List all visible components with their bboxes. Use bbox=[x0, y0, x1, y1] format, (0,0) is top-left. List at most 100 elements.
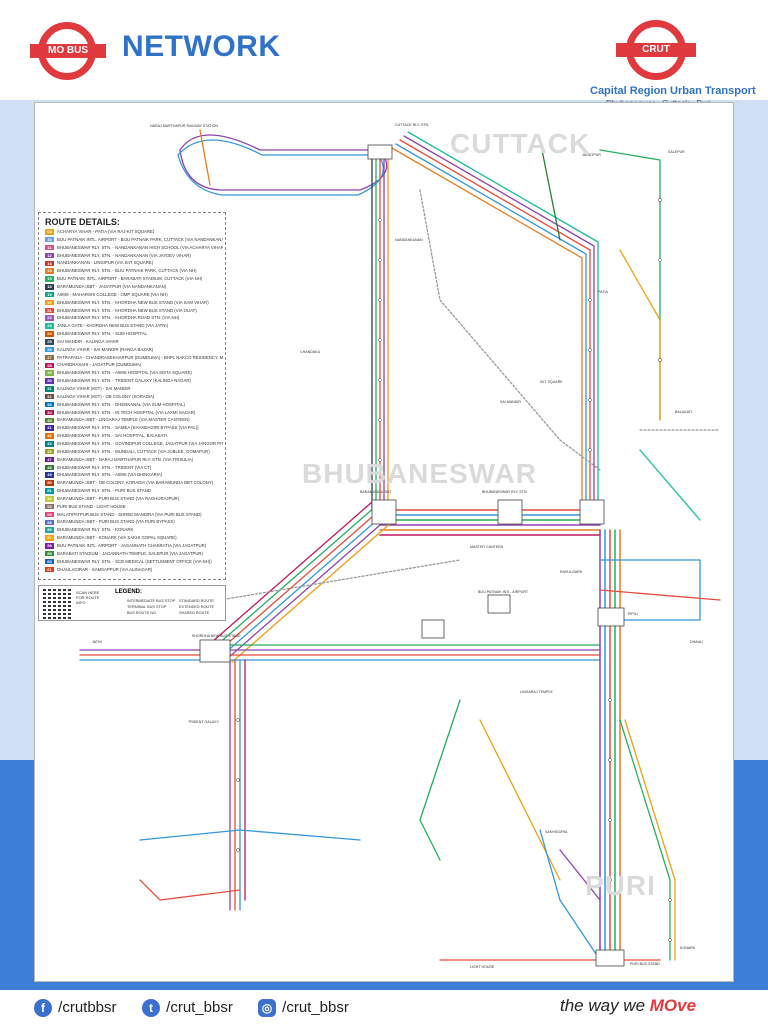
instagram-link[interactable]: ◎ /crut_bbsr bbox=[258, 998, 349, 1018]
stop-label: KIIT SQUARE bbox=[540, 380, 563, 384]
route-description: NANDANKANAN - LINGIPUR (VIA KIIT SQUARE) bbox=[57, 260, 154, 266]
route-code-badge: 13 bbox=[45, 260, 54, 266]
route-code-badge: 25 bbox=[45, 339, 54, 345]
route-code-badge: 31 bbox=[45, 386, 54, 392]
cuttack-hub bbox=[367, 144, 393, 160]
facebook-link[interactable]: f /crutbbsr bbox=[34, 998, 117, 1018]
key-standard-route: STANDARD ROUTE bbox=[179, 599, 214, 603]
stop-label: BARAMUNDA ISBT bbox=[360, 490, 392, 494]
route-description: BARABATI STADIUM - JAGANNATH TEMPLE, SAL… bbox=[57, 550, 203, 556]
mobus-logo: MO BUS bbox=[30, 22, 106, 80]
route-code-badge: 24 bbox=[45, 331, 54, 337]
route-description: ACHARYA VIHAR - PATIA (VIA RAJ-KIT SQUAR… bbox=[57, 229, 155, 234]
tagline-prefix: the way we bbox=[560, 996, 650, 1015]
route-code-badge: 47 bbox=[45, 456, 54, 463]
qr-code-pattern bbox=[43, 589, 73, 619]
route-description: BARAMUNDA ISBT - JAGATPUR (VIA NANDANKAN… bbox=[57, 283, 167, 289]
stop-label: JATNI bbox=[92, 640, 102, 644]
stop-label: CUTTACK RLY. STN. bbox=[395, 123, 430, 127]
twitter-link[interactable]: t /crut_bbsr bbox=[142, 998, 233, 1018]
route-code-badge: 10 bbox=[45, 236, 54, 243]
district-cuttack: CUTTACK bbox=[450, 128, 591, 159]
route-code-badge: 53 bbox=[45, 503, 54, 510]
stop-label: BALAKATI bbox=[675, 410, 692, 414]
stop-label: BHUBANESWAR RLY. STN. bbox=[482, 490, 528, 494]
route-description: BHUBANESWAR RLY. STN. - SUM HOSPITAL bbox=[57, 331, 147, 337]
route-code-badge: 32 bbox=[45, 393, 54, 400]
route-code-badge: 57 bbox=[45, 535, 54, 541]
route-code-badge: 30 bbox=[45, 378, 54, 384]
route-description: BHUBANESWAR RLY. STN. - KHORDHA ROAD STN… bbox=[57, 315, 180, 321]
key-terminal-stop: TERMINAL BUS STOP bbox=[127, 605, 167, 609]
route-code-badge: 54 bbox=[45, 511, 54, 518]
stop-label: NARAJ MARTHAPUR RAILWAY STATION bbox=[150, 124, 218, 128]
route-description: BHUBANESWAR RLY. STN. - KHORDHA NEW BUS … bbox=[57, 307, 197, 313]
instagram-icon: ◎ bbox=[258, 999, 276, 1018]
route-description: SAI MANDIR - KALINGA VIHAR bbox=[57, 338, 119, 344]
route-code-badge: 60 bbox=[45, 558, 54, 565]
tagline: the way we MOve bbox=[560, 996, 696, 1016]
route-description: DHAULAGIRAR - SAMSAPPUR (VIA ALINAGAR) bbox=[57, 566, 153, 572]
route-code-badge: 48 bbox=[45, 464, 54, 471]
stop-label: LINGARAJ TEMPLE bbox=[520, 690, 553, 694]
stop-label: DHAULI bbox=[690, 640, 704, 644]
key-extended-route: EXTENDED ROUTE bbox=[179, 605, 215, 609]
footer bbox=[0, 990, 768, 1024]
route-description: BHUBANESWAR RLY. STN. - MUNDALI, CUTTACK… bbox=[57, 448, 210, 454]
route-description: BHUBANESWAR RLY. STN. - NANDANKANAN (VIA… bbox=[57, 252, 191, 258]
route-description: BARAMUNDA ISBT - KONARK (VIA SAKHI GOPAL… bbox=[57, 535, 177, 541]
route-code-badge: 12 bbox=[45, 252, 54, 259]
route-description: BHUBANESWAR RLY. STN. - KONARK bbox=[57, 527, 134, 533]
facebook-handle: /crutbbsr bbox=[58, 999, 117, 1016]
stop-label: KONARK bbox=[680, 946, 696, 950]
qr-caption: SCAN HERE FOR ROUTE INFO bbox=[76, 590, 100, 605]
stop-label: MASTER CANTEEN bbox=[470, 545, 504, 549]
baramunda-hub bbox=[371, 499, 397, 525]
route-code-badge: 22 bbox=[45, 315, 54, 321]
route-code-badge: 20 bbox=[45, 299, 54, 306]
key-intermediate-stop: INTERMEDIATE BUS STOP bbox=[127, 599, 176, 603]
route-description: BHUBANESWAR RLY. STN. - TRIDENT GALAXY (… bbox=[57, 378, 191, 384]
route-description: CHANDRASAHI - JAGATPUR (DUMDUMA) bbox=[57, 362, 142, 368]
stop-label: TRIDENT GALAXY bbox=[188, 720, 219, 724]
page-title: NETWORK bbox=[122, 30, 281, 63]
route-code-badge: 03 bbox=[45, 229, 54, 235]
route-description: BARAMUNDA ISBT - OB COLONY, KORADIA (VIA… bbox=[57, 480, 214, 486]
route-code-badge: 51 bbox=[45, 488, 54, 494]
route-code-badge: 41 bbox=[45, 425, 54, 431]
route-code-badge: 28 bbox=[45, 362, 54, 369]
stop-label: SAI MANDIR bbox=[500, 400, 521, 404]
route-description: BHUBANESWAR RLY. STN. - AIIMS (VIA BHING… bbox=[57, 472, 163, 478]
route-code-badge: 15 bbox=[45, 276, 54, 282]
twitter-icon: t bbox=[142, 999, 160, 1018]
airport-hub bbox=[487, 594, 511, 614]
route-description: MALATIPATPUR BUS STAND - SHREE MANDIRA (… bbox=[57, 511, 202, 517]
rasulgarh-hub bbox=[421, 619, 445, 639]
route-code-badge: 43 bbox=[45, 441, 54, 447]
